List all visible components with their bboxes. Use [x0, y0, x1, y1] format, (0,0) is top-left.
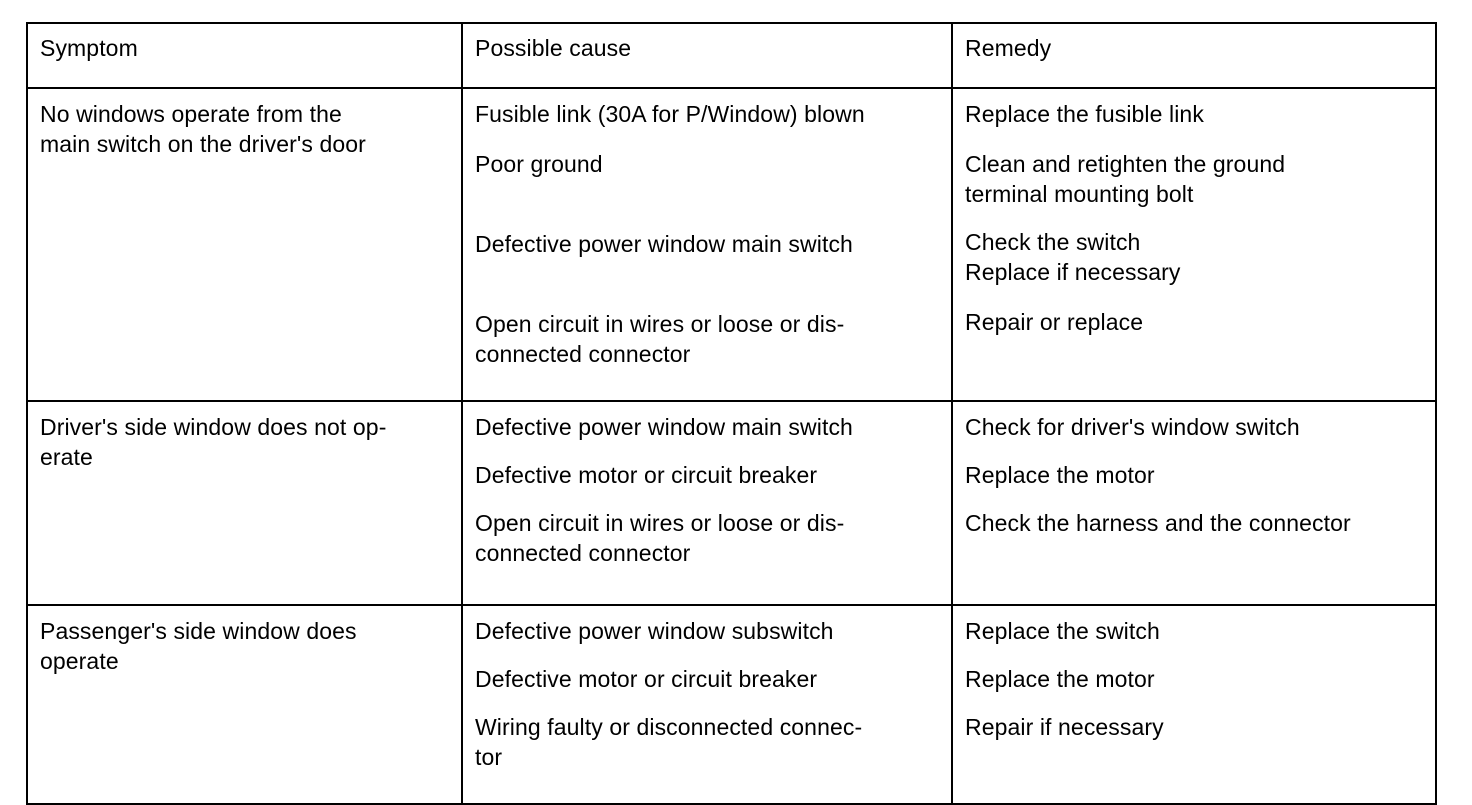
remedy-entry: Replace the switch [965, 616, 1421, 646]
cause-entry: Defective motor or circuit breaker [475, 460, 937, 490]
document-page: Symptom Possible cause Remedy No windows… [26, 22, 1437, 805]
remedy-line: Replace if necessary [965, 259, 1181, 285]
table-row: Passenger's side window does operate Def… [26, 604, 1437, 805]
cause-entry: Poor ground [475, 149, 937, 179]
remedy-line: Check the switch [965, 229, 1141, 255]
remedy-line: Check for driver's window switch [965, 414, 1300, 440]
cell-possible-cause: Fusible link (30A for P/Window) blown Po… [461, 87, 953, 402]
cause-line: Defective motor or circuit breaker [475, 462, 818, 488]
remedy-line: terminal mounting bolt [965, 181, 1194, 207]
cause-line: Defective power window subswitch [475, 618, 834, 644]
symptom-line: Passenger's side window does [40, 618, 357, 644]
cell-symptom: Driver's side window does not op- erate [26, 400, 463, 606]
troubleshooting-table: Symptom Possible cause Remedy No windows… [26, 22, 1437, 805]
symptom-line: Driver's side window does not op- [40, 414, 387, 440]
remedy-line: Replace the switch [965, 618, 1160, 644]
remedy-line: Replace the motor [965, 666, 1155, 692]
column-header-remedy: Remedy [951, 22, 1437, 89]
cause-line: Fusible link (30A for P/Window) blown [475, 101, 865, 127]
cause-line: connected connector [475, 341, 691, 367]
cause-entry: Open circuit in wires or loose or dis- c… [475, 508, 937, 568]
remedy-entry: Repair or replace [965, 307, 1421, 337]
cause-entry: Defective motor or circuit breaker [475, 664, 937, 694]
cause-line: Defective power window main switch [475, 231, 853, 257]
column-header-symptom: Symptom [26, 22, 463, 89]
remedy-entry: Check the switch Replace if necessary [965, 227, 1421, 287]
remedy-entry: Check for driver's window switch [965, 412, 1421, 442]
cause-entry: Open circuit in wires or loose or dis- c… [475, 309, 937, 369]
cause-line: connected connector [475, 540, 691, 566]
cause-entry: Defective power window main switch [475, 229, 937, 259]
cell-remedy: Replace the fusible link Clean and retig… [951, 87, 1437, 402]
cause-line: Poor ground [475, 151, 603, 177]
remedy-line: Repair if necessary [965, 714, 1164, 740]
cause-line: Defective power window main switch [475, 414, 853, 440]
cause-line: Wiring faulty or disconnected connec- [475, 714, 863, 740]
cause-entry: Defective power window main switch [475, 412, 937, 442]
symptom-line: main switch on the driver's door [40, 131, 366, 157]
symptom-text: No windows operate from the main switch … [40, 99, 447, 159]
table-body: No windows operate from the main switch … [26, 87, 1437, 805]
cause-entry: Wiring faulty or disconnected connec- to… [475, 712, 937, 772]
symptom-line: erate [40, 444, 93, 470]
cell-remedy: Replace the switch Replace the motor Rep… [951, 604, 1437, 805]
symptom-text: Driver's side window does not op- erate [40, 412, 447, 472]
remedy-line: Replace the motor [965, 462, 1155, 488]
cause-line: Open circuit in wires or loose or dis- [475, 311, 845, 337]
remedy-entry: Repair if necessary [965, 712, 1421, 742]
cell-possible-cause: Defective power window subswitch Defecti… [461, 604, 953, 805]
cell-symptom: Passenger's side window does operate [26, 604, 463, 805]
remedy-entry: Replace the fusible link [965, 99, 1421, 129]
table-row: Driver's side window does not op- erate … [26, 400, 1437, 606]
cause-line: Defective motor or circuit breaker [475, 666, 818, 692]
cause-line: tor [475, 744, 503, 770]
cell-remedy: Check for driver's window switch Replace… [951, 400, 1437, 606]
remedy-line: Repair or replace [965, 309, 1144, 335]
cell-possible-cause: Defective power window main switch Defec… [461, 400, 953, 606]
cause-entry: Defective power window subswitch [475, 616, 937, 646]
remedy-entry: Check the harness and the connector [965, 508, 1421, 538]
remedy-entry: Clean and retighten the ground terminal … [965, 149, 1421, 209]
symptom-text: Passenger's side window does operate [40, 616, 447, 676]
table-header: Symptom Possible cause Remedy [26, 22, 1437, 89]
symptom-line: operate [40, 648, 119, 674]
remedy-entry: Replace the motor [965, 460, 1421, 490]
cell-symptom: No windows operate from the main switch … [26, 87, 463, 402]
remedy-line: Clean and retighten the ground [965, 151, 1286, 177]
symptom-line: No windows operate from the [40, 101, 342, 127]
cause-line: Open circuit in wires or loose or dis- [475, 510, 845, 536]
column-header-possible-cause: Possible cause [461, 22, 953, 89]
remedy-line: Replace the fusible link [965, 101, 1204, 127]
cause-entry: Fusible link (30A for P/Window) blown [475, 99, 937, 129]
remedy-entry: Replace the motor [965, 664, 1421, 694]
table-row: No windows operate from the main switch … [26, 87, 1437, 402]
remedy-line: Check the harness and the connector [965, 510, 1351, 536]
header-row: Symptom Possible cause Remedy [26, 22, 1437, 89]
